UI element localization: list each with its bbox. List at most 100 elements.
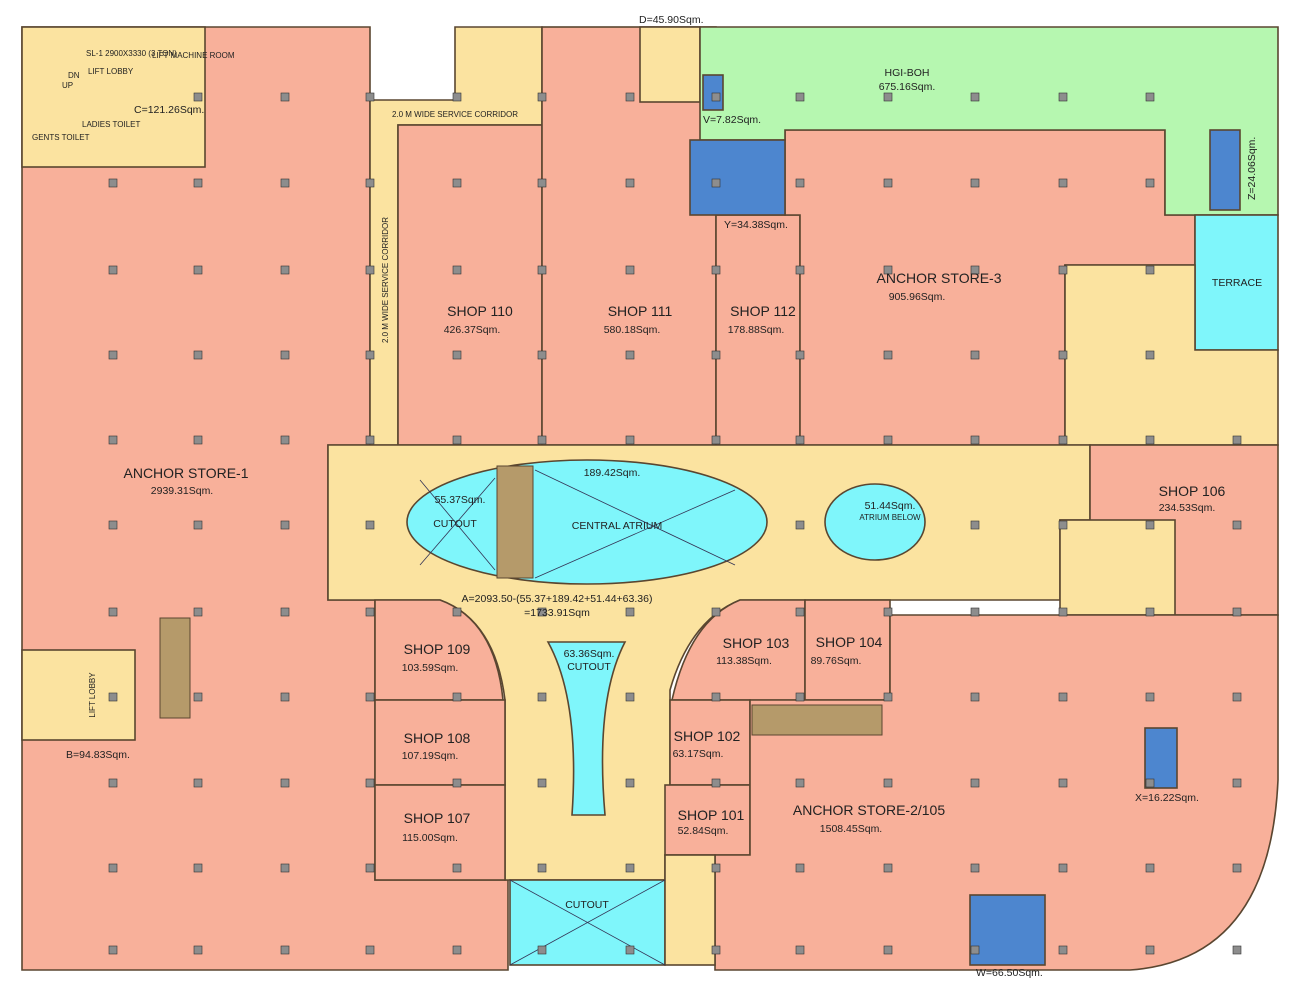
column — [625, 265, 635, 275]
column — [795, 607, 805, 617]
shop-103-label: SHOP 103 — [723, 635, 790, 651]
column — [625, 92, 635, 102]
column — [1058, 692, 1068, 702]
column — [365, 520, 375, 530]
shop-108-area: 107.19Sqm. — [402, 750, 459, 762]
cutout-funnel-area: 63.36Sqm. — [564, 648, 615, 660]
column — [1145, 945, 1155, 955]
column — [625, 607, 635, 617]
column — [193, 92, 203, 102]
column — [1145, 265, 1155, 275]
column — [795, 265, 805, 275]
lift-lobby-label-top: LIFT LOBBY — [88, 67, 134, 76]
cutout-funnel-label: CUTOUT — [567, 661, 611, 673]
column — [1058, 778, 1068, 788]
lift-x — [1144, 727, 1178, 789]
lift-lobby-left — [21, 649, 136, 741]
hgi-boh-area: 675.16Sqm. — [879, 81, 936, 93]
column — [1145, 350, 1155, 360]
escalator-right — [751, 704, 883, 736]
shop-104-label: SHOP 104 — [816, 634, 883, 650]
column — [1145, 520, 1155, 530]
column — [795, 692, 805, 702]
column — [883, 945, 893, 955]
column — [795, 863, 805, 873]
column — [1058, 265, 1068, 275]
column — [537, 692, 547, 702]
column — [970, 435, 980, 445]
atrium-below-void — [824, 483, 926, 561]
area-w: W=66.50Sqm. — [976, 967, 1043, 979]
dn-label: DN — [68, 71, 80, 80]
hgi-boh-label: HGI-BOH — [885, 67, 930, 79]
column — [537, 945, 547, 955]
area-c: C=121.26Sqm. — [134, 104, 204, 116]
column — [193, 350, 203, 360]
column — [537, 178, 547, 188]
shop-108-zone[interactable] — [374, 699, 506, 786]
column — [711, 692, 721, 702]
column — [452, 863, 462, 873]
area-y: Y=34.38Sqm. — [724, 219, 788, 231]
shop-102-zone[interactable] — [669, 699, 751, 786]
column — [108, 607, 118, 617]
atrium-below-label: ATRIUM BELOW — [859, 513, 921, 522]
column — [883, 92, 893, 102]
shop-112-area: 178.88Sqm. — [728, 324, 785, 336]
lift-core-top-left — [21, 26, 206, 168]
column — [1232, 692, 1242, 702]
shop-104-zone[interactable] — [804, 599, 891, 701]
area-b: B=94.83Sqm. — [66, 749, 130, 761]
column — [1232, 945, 1242, 955]
service-block-mid — [1059, 519, 1176, 616]
column — [1058, 607, 1068, 617]
shop-107-label: SHOP 107 — [404, 810, 471, 826]
cutout-funnel-void — [546, 641, 627, 816]
column — [365, 435, 375, 445]
column — [711, 350, 721, 360]
anchor-store-3-label: ANCHOR STORE-3 — [877, 270, 1002, 286]
column — [1058, 350, 1068, 360]
column — [1058, 178, 1068, 188]
column — [193, 178, 203, 188]
column — [1058, 863, 1068, 873]
column — [108, 178, 118, 188]
column — [193, 265, 203, 275]
labels: ANCHOR STORE-1 2939.31Sqm. ANCHOR STORE-… — [32, 14, 1262, 979]
column — [795, 92, 805, 102]
column — [1058, 520, 1068, 530]
column — [452, 92, 462, 102]
lift-machine-room-label: LIFT MACHINE ROOM — [152, 51, 235, 60]
column — [452, 435, 462, 445]
ladies-toilet-label: LADIES TOILET — [82, 120, 141, 129]
column — [970, 350, 980, 360]
column — [1145, 92, 1155, 102]
column — [537, 265, 547, 275]
gents-toilet-label: GENTS TOILET — [32, 133, 90, 142]
central-atrium-label: CENTRAL ATRIUM — [572, 520, 662, 532]
column — [193, 520, 203, 530]
column — [280, 265, 290, 275]
column — [280, 520, 290, 530]
shop-111-area: 580.18Sqm. — [604, 324, 661, 336]
common-area-result: =1733.91Sqm — [524, 607, 590, 619]
shop-107-zone[interactable] — [374, 784, 506, 881]
shop-101-area: 52.84Sqm. — [678, 825, 729, 837]
column — [711, 265, 721, 275]
column — [625, 778, 635, 788]
column — [795, 945, 805, 955]
column — [625, 350, 635, 360]
column — [452, 692, 462, 702]
column — [1145, 435, 1155, 445]
column — [108, 863, 118, 873]
column — [280, 692, 290, 702]
central-atrium-area: 189.42Sqm. — [584, 467, 641, 479]
shop-110-area: 426.37Sqm. — [444, 324, 501, 336]
shop-110-zone[interactable] — [397, 124, 543, 446]
column — [1232, 778, 1242, 788]
column — [1232, 435, 1242, 445]
column — [537, 778, 547, 788]
area-x: X=16.22Sqm. — [1135, 792, 1199, 804]
cutout-left-area: 55.37Sqm. — [435, 494, 486, 506]
